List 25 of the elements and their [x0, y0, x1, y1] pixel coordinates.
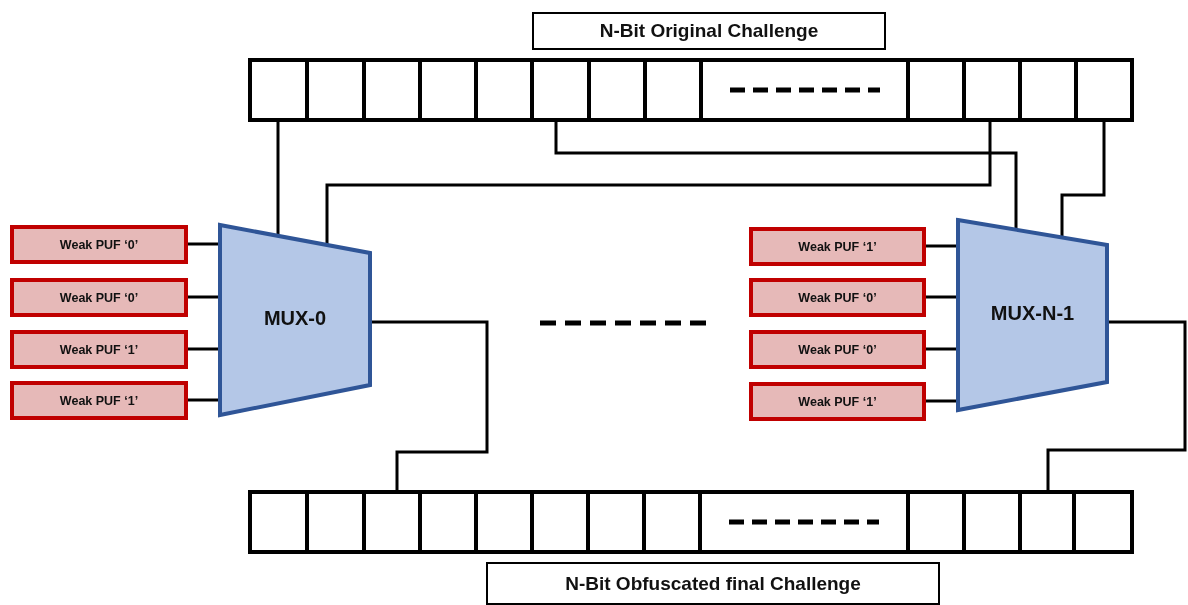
weak-puf-box: Weak PUF ‘0’ — [749, 330, 926, 369]
connector-line — [188, 347, 220, 351]
challenge-title-box: N-Bit Original Challenge — [532, 12, 886, 50]
weak-puf-box: Weak PUF ‘1’ — [10, 330, 188, 369]
mux-label: MUX-N-1 — [989, 302, 1076, 325]
connector-line — [926, 399, 958, 403]
weak-puf-box: Weak PUF ‘1’ — [10, 381, 188, 420]
connector-line — [554, 122, 1018, 230]
weak-puf-box: Weak PUF ‘1’ — [749, 227, 926, 266]
connector-line — [926, 347, 958, 351]
connector-line — [1046, 320, 1187, 490]
connector-line — [926, 295, 958, 299]
connector-line — [325, 122, 992, 245]
weak-puf-box: Weak PUF ‘0’ — [10, 225, 188, 264]
weak-puf-box: Weak PUF ‘1’ — [749, 382, 926, 421]
connector-line — [1060, 122, 1106, 238]
connector-line — [188, 242, 220, 246]
connector-line — [188, 398, 220, 402]
connector-line — [188, 295, 220, 299]
weak-puf-box: Weak PUF ‘0’ — [10, 278, 188, 317]
weak-puf-box: Weak PUF ‘0’ — [749, 278, 926, 317]
mux-label: MUX-0 — [262, 307, 328, 330]
connector-line — [926, 244, 958, 248]
challenge-title-box: N-Bit Obfuscated final Challenge — [486, 562, 940, 605]
connector-line — [276, 122, 280, 236]
